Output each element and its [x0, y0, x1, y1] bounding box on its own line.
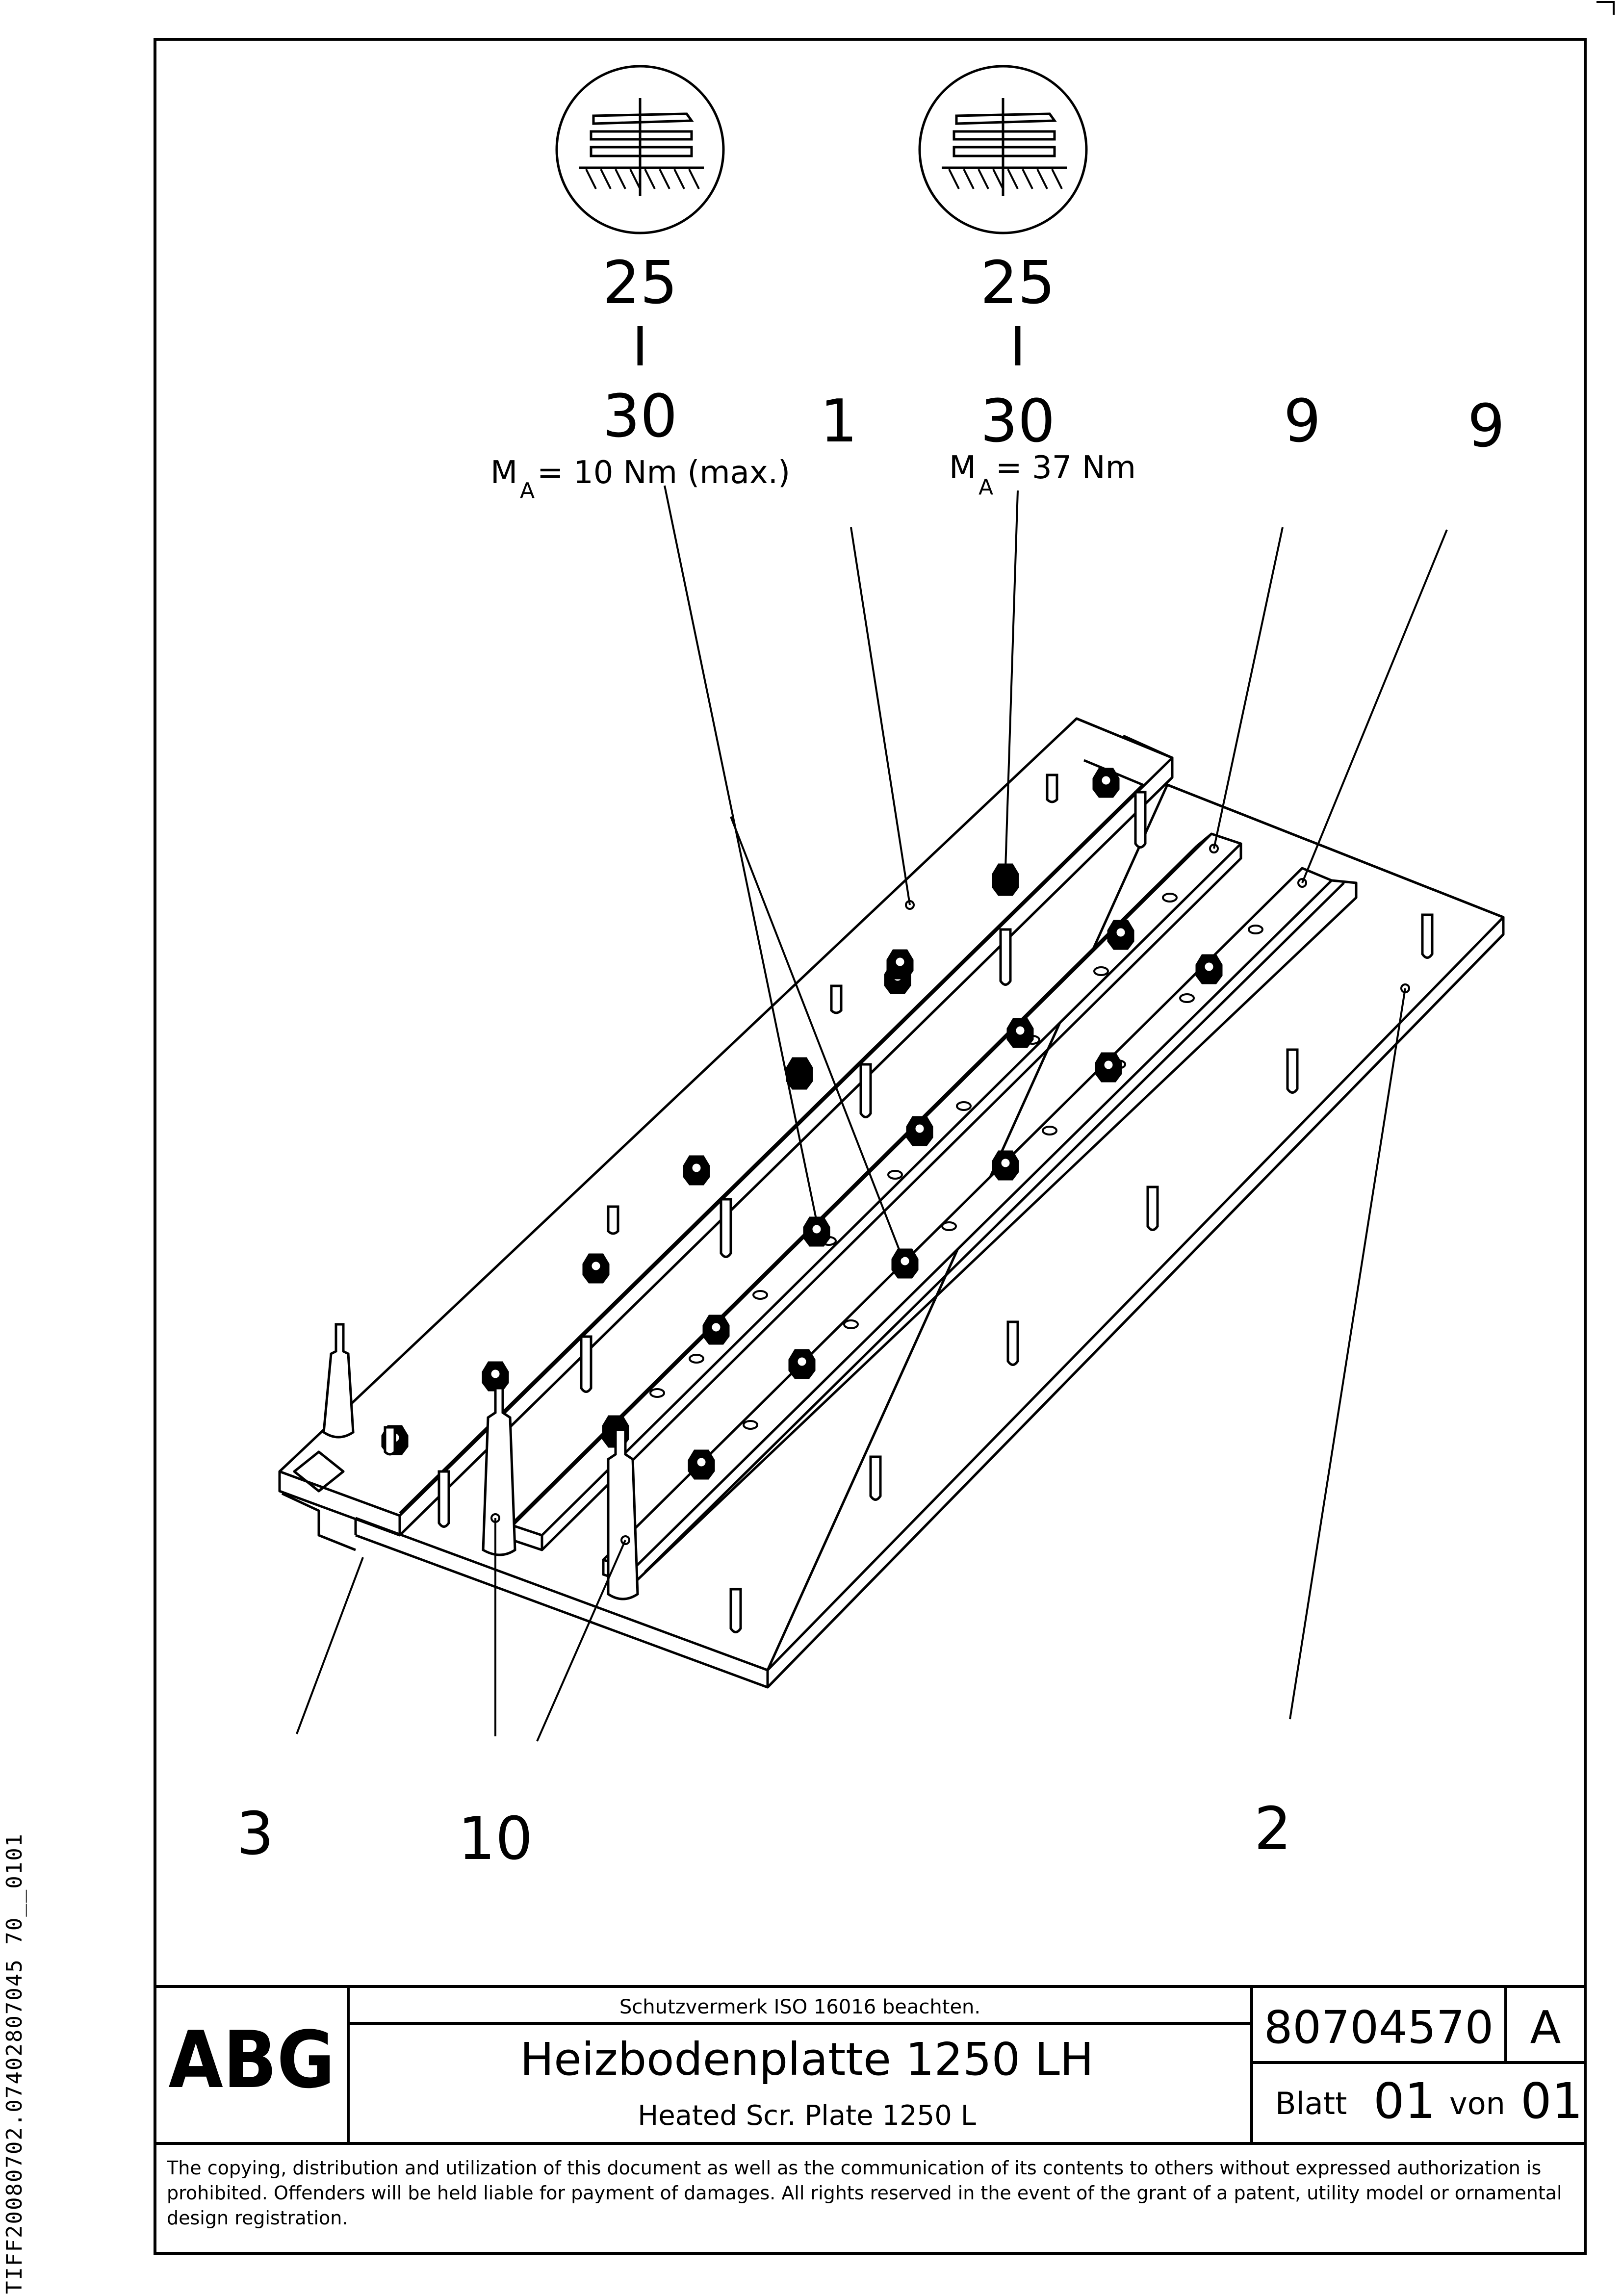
- part-label-3: 3: [236, 1800, 274, 1868]
- part-label-9b: 9: [1468, 392, 1505, 461]
- drawing-number: 80704570: [1264, 2001, 1493, 2054]
- torque-symbol-2: [918, 65, 1088, 234]
- protection-note: Schutzvermerk ISO 16016 beachten.: [619, 1996, 980, 2018]
- callout-2-top: 25: [980, 249, 1056, 317]
- screed-plate-assembly: [278, 717, 1505, 1689]
- callout-1-top: 25: [603, 249, 678, 317]
- copyright-notice: The copying, distribution and utilizatio…: [167, 2157, 1562, 2229]
- sheet-total: 01: [1520, 2072, 1583, 2130]
- leader-lines: [296, 485, 1448, 1742]
- callout-2-sep: I: [1010, 315, 1026, 378]
- abg-logo: ABG: [168, 2014, 335, 2106]
- callout-1-torque-value: = 10 Nm (max.): [537, 455, 790, 491]
- nut-group: [381, 768, 1223, 1480]
- sheet-label: Blatt: [1275, 2086, 1347, 2121]
- part-label-1: 1: [820, 387, 857, 456]
- callout-1-torque: M: [490, 455, 517, 491]
- callout-1-sep: I: [632, 315, 648, 378]
- stud-group: [322, 774, 1434, 1633]
- revision: A: [1530, 2001, 1561, 2054]
- callout-1-torque-sub: A: [520, 478, 535, 503]
- part-label-2: 2: [1254, 1795, 1291, 1863]
- title-block-frame: [155, 1985, 1585, 2145]
- callout-2-torque-value: = 37 Nm: [996, 450, 1136, 486]
- sheet-number: 01: [1373, 2072, 1436, 2130]
- drawing-title-en: Heated Scr. Plate 1250 L: [638, 2100, 976, 2132]
- callout-2-torque-sub: A: [978, 475, 993, 500]
- callout-2-bottom: 30: [980, 387, 1056, 456]
- side-reference-code: TIFF20080702.07402807045 70__0101: [2, 1832, 27, 2294]
- part-label-10: 10: [458, 1805, 533, 1873]
- callout-2-torque: M: [949, 450, 976, 486]
- drawing-title-de: Heizbodenplatte 1250 LH: [520, 2033, 1094, 2086]
- torque-symbol-1: [555, 65, 725, 234]
- copyright-notice-wrap: The copying, distribution and utilizatio…: [167, 2157, 1562, 2229]
- of-label: von: [1449, 2086, 1505, 2121]
- callout-1-bottom: 30: [603, 383, 678, 451]
- drawing-frame: [154, 38, 1587, 2255]
- part-label-9a: 9: [1284, 387, 1321, 456]
